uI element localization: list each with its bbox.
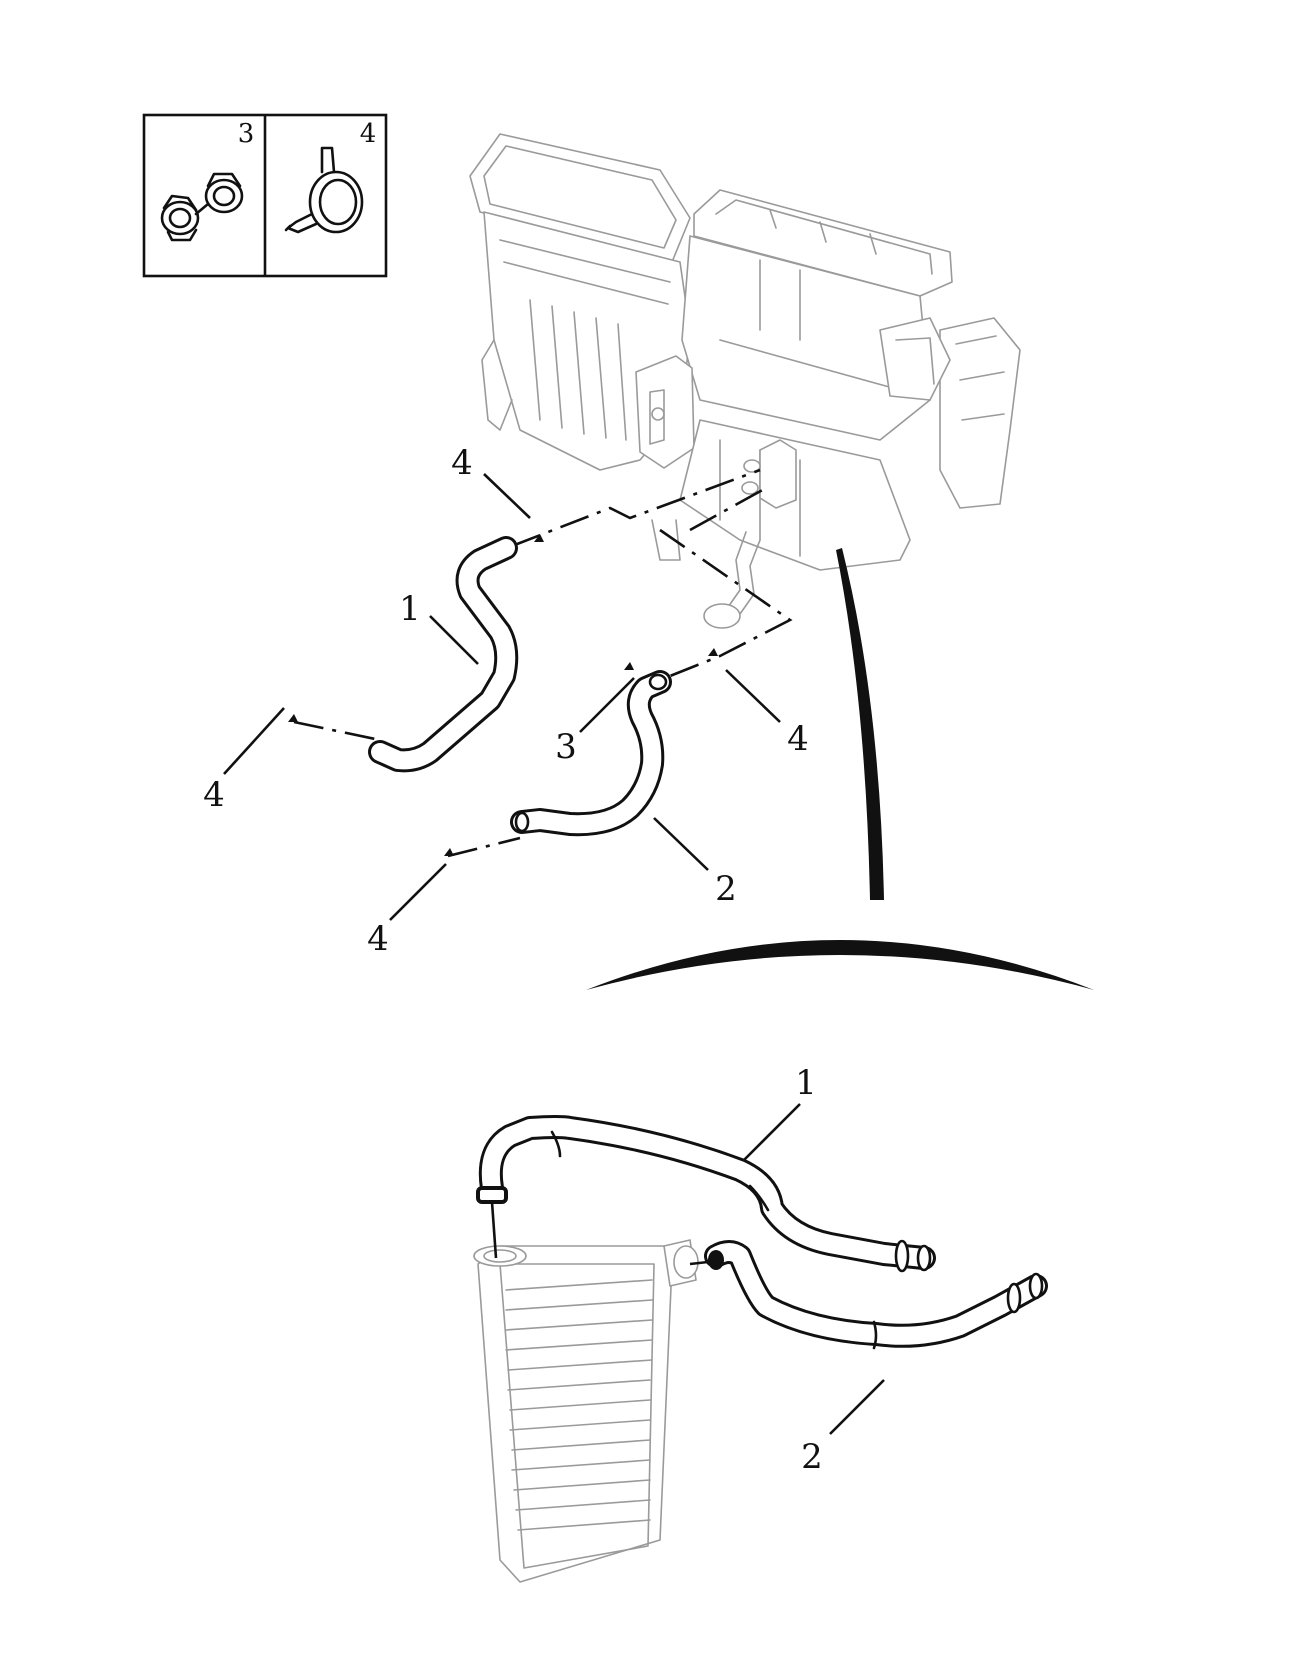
callout-clip-4-bottom: 4 bbox=[367, 919, 389, 959]
band-clamp-icon bbox=[284, 146, 364, 234]
hose-2-bottom bbox=[689, 1240, 1048, 1350]
callout-hose-2-top: 2 bbox=[715, 869, 737, 909]
heater-core bbox=[473, 1239, 699, 1583]
callout-hose-1-bottom: 1 bbox=[795, 1063, 817, 1103]
hose-1-top bbox=[368, 536, 519, 773]
clip-inset: 3 4 bbox=[142, 113, 388, 278]
callout-clip-4-left: 4 bbox=[203, 775, 225, 815]
detail-pointer bbox=[586, 548, 1094, 990]
hose-2-top bbox=[510, 670, 672, 837]
callout-clip-4-top-left: 4 bbox=[451, 443, 473, 483]
arrow-marker bbox=[708, 648, 718, 656]
hose-1-bottom bbox=[476, 1115, 936, 1273]
inset-label-4: 4 bbox=[360, 119, 377, 149]
assembly-lines-top bbox=[288, 468, 793, 858]
callout-hose-1-top: 1 bbox=[399, 589, 421, 629]
inset-label-3: 3 bbox=[238, 119, 255, 149]
arrow-marker bbox=[534, 534, 544, 542]
callout-clip-4-right: 4 bbox=[787, 719, 809, 759]
callout-labels: 1 4 4 3 4 2 4 1 2 bbox=[203, 443, 823, 1477]
arrow-marker bbox=[288, 714, 298, 722]
arrow-marker bbox=[444, 848, 454, 856]
hose-clip-icon bbox=[160, 172, 244, 242]
hvac-unit bbox=[469, 133, 1021, 629]
leader-lines-bottom bbox=[743, 1103, 885, 1435]
callout-hose-2-bottom: 2 bbox=[801, 1437, 823, 1477]
arrow-marker bbox=[624, 662, 634, 670]
leader-lines-top bbox=[223, 473, 781, 921]
callout-clip-3-mid: 3 bbox=[555, 727, 577, 767]
